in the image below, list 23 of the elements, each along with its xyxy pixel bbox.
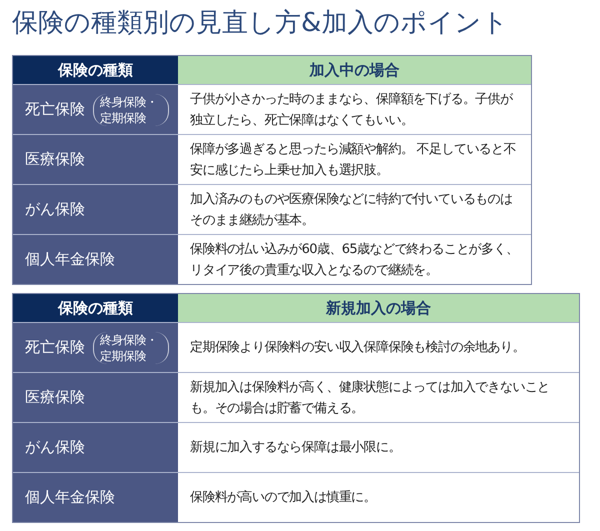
header-cell: 保険の種類 — [13, 294, 178, 322]
row-header-text: がん保険 — [25, 437, 85, 458]
cell-text: 保険料が高いので加入は慎重に。 — [190, 489, 376, 507]
cell-text: 新規に加入するなら保障は最小限に。 — [190, 439, 401, 457]
cell-text: 加入済みのものや医療保険などに特約で付いているものはそのまま継続が基本。 — [190, 190, 514, 230]
row-header-text: 死亡保険 — [25, 99, 85, 120]
row-header-text: がん保険 — [25, 199, 85, 220]
cell-text: 保険料の払い込みが60歳、65歳などで終わることが多く、リタイア後の貴重な収入となるので継続を。 — [190, 240, 519, 280]
row-header-text: 死亡保険 — [25, 337, 85, 358]
cell-text: 定期保険より保険料の安い収入保障保険も検討の余地あり。 — [190, 339, 525, 357]
row-header-text: 個人年金保険 — [25, 249, 115, 270]
cell-text: 子供が小さかった時のままなら、保障額を下げる。子供が独立したら、死亡保障はなくてもいい。 — [190, 90, 514, 130]
header-cell: 新規加入の場合 — [178, 294, 579, 322]
cell-text: 新規加入は保険料が高く、健康状態によっては加入できないことも。その場合は貯蓄で備える。 — [190, 378, 551, 418]
row-header-text: 医療保険 — [25, 387, 85, 408]
cell-text: 保障が多過ぎると思ったら減額や解約。 不足していると不安に感じたら上乗せ加入も選択肢。 — [190, 140, 517, 180]
header-cell: 保険の種類 — [13, 56, 178, 84]
title: 保険の種類別の見直し方&加入のポイント — [12, 7, 508, 40]
row-header-text: 個人年金保険 — [25, 487, 115, 508]
header-cell: 加入中の場合 — [178, 56, 531, 84]
row-header-text: 医療保険 — [25, 149, 85, 170]
row-header-note: 終身保険・定期保険 — [93, 332, 169, 364]
row-header-note: 終身保険・定期保険 — [93, 94, 169, 126]
